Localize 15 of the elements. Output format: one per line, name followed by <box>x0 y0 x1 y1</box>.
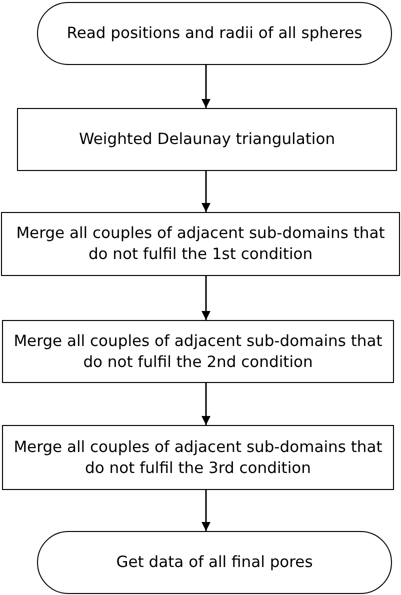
arrow <box>202 276 210 320</box>
arrow <box>202 383 210 425</box>
step-text: Get data of all final pores <box>116 552 313 573</box>
process-box <box>2 320 394 383</box>
process-box <box>1 212 400 276</box>
process-box <box>17 108 397 171</box>
step-text: Merge all couples of adjacent sub-domains that do not fulfil the 1st condition <box>15 223 386 265</box>
step-text: Merge all couples of adjacent sub-domains that do not fulfil the 2nd condition <box>12 330 384 372</box>
step-text: Weighted Delaunay triangulation <box>78 129 336 150</box>
step-text: Read positions and radii of all spheres <box>66 23 362 44</box>
step-text: Merge all couples of adjacent sub-domains that do not fulfil the 3rd condition <box>12 436 384 478</box>
process-box <box>2 425 394 490</box>
arrow <box>202 490 210 531</box>
arrow <box>202 65 210 108</box>
arrow <box>202 171 210 212</box>
